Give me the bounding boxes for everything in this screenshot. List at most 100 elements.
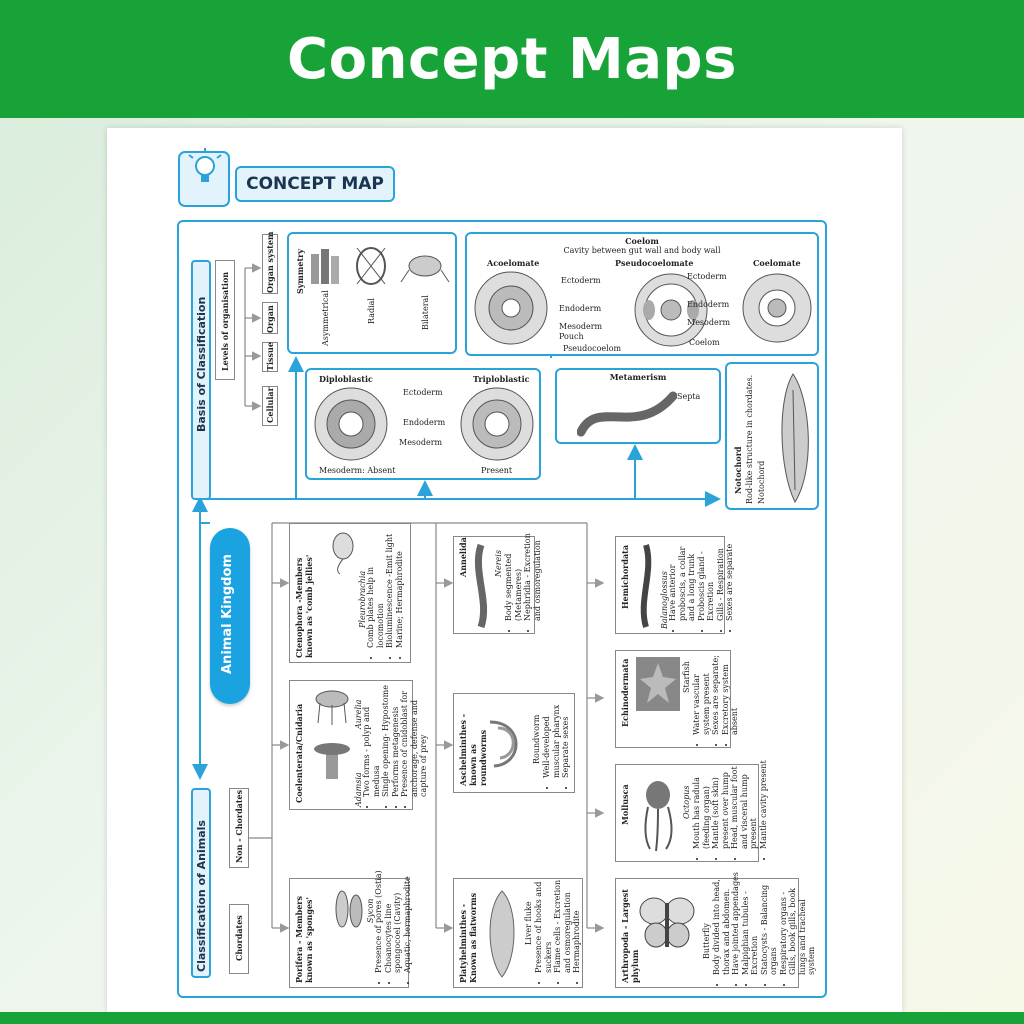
germ-layer-panel: Diploblastic Triploblastic Ectoderm Endo…: [305, 368, 541, 480]
annelida-example: Nereis: [494, 550, 504, 577]
symmetry-title: Symmetry: [295, 249, 305, 294]
animal-kingdom-pill: Animal Kingdom: [210, 528, 250, 704]
coelom-subtitle: Cavity between gut wall and body wall: [467, 246, 817, 256]
arthropoda-title: Arthropoda - Largest phylum: [620, 887, 640, 983]
coelom-pseudocoelom: Pseudocoelom: [563, 344, 621, 354]
earthworm-icon: [577, 388, 677, 440]
annelida-box: Annelida Nereis Body segmented (Metamere…: [453, 536, 535, 634]
echinodermata-points: Water vascular system presentSexes are s…: [692, 645, 740, 745]
chordates-box: Chordates: [229, 904, 249, 974]
roundworm-icon: [484, 714, 534, 774]
levels-title: Levels of organisation: [220, 272, 230, 371]
aurelia-adamsia-icon: [312, 687, 352, 783]
sycon-icon: [330, 887, 366, 931]
acoelomate-label: Acoelomate: [487, 258, 539, 268]
hemichordata-points: Have anterior proboscis, a collar and a …: [668, 531, 735, 631]
pleurobrachia-icon: [328, 530, 358, 576]
platyhelminthes-points: Presence of hooks and suckersFlame cells…: [534, 869, 582, 983]
level-tissue: Tissue: [262, 342, 278, 372]
arthropoda-points: Body divided into head, thorax and abdom…: [712, 869, 817, 985]
animal-kingdom-title: Animal Kingdom: [220, 554, 235, 674]
platyhelminthes-example: Liver fluke: [524, 901, 534, 945]
non-chordates-box: Non - Chordates: [229, 788, 249, 868]
hemichordata-box: Hemichordata Balanoglossus Have anterior…: [615, 536, 725, 634]
notochord-title: Notochord: [733, 446, 743, 494]
concept-map-sheet: CONCEPT MAP: [107, 128, 902, 1012]
metamerism-septa: Septa: [677, 392, 700, 402]
coelom-coelom: Coelom: [689, 338, 720, 348]
symmetry-asymmetrical: Asymmetrical: [321, 290, 331, 346]
metamerism-panel: Metamerism Septa: [555, 368, 721, 444]
coelom-panel: Coelom Cavity between gut wall and body …: [465, 232, 819, 356]
germ-absent: Mesoderm: Absent: [319, 466, 395, 476]
annelida-points: Body segmented (Metameres)Nephridia - Ex…: [504, 531, 542, 631]
platyhelminthes-title: Platyhelminthes - Known as flatworms: [458, 891, 478, 983]
level-organ: Organ: [262, 302, 278, 334]
aschelminthes-box: Aschelminthes -known as roundworms Round…: [453, 693, 575, 793]
echinodermata-example: Starfish: [682, 661, 692, 693]
triploblastic-label: Triploblastic: [473, 374, 530, 384]
mollusca-example: Octopus: [682, 786, 692, 819]
balanoglossus-icon: [634, 541, 658, 631]
level-cellular: Cellular: [262, 386, 278, 426]
octopus-icon: [636, 775, 680, 853]
basis-of-classification-bar: Basis of Classification: [191, 260, 211, 500]
porifera-points: Presence of pores (Ostia)Choanocytes lin…: [374, 867, 412, 983]
banner-title: Concept Maps: [287, 27, 737, 92]
coelenterata-points: Two forms - polyp and medusaSingle openi…: [362, 675, 429, 807]
butterfly-icon: [638, 895, 696, 951]
aschelminthes-example: Roundworm: [532, 715, 542, 764]
platyhelminthes-box: Platyhelminthes - Known as flatworms Liv…: [453, 878, 583, 988]
coelom-mesoderm2: Mesoderm: [687, 318, 730, 328]
classification-bar: Classification of Animals: [191, 788, 211, 978]
arthropoda-example: Butterfly: [702, 923, 712, 959]
echinodermata-box: Echinodermata Starfish Water vascular sy…: [615, 650, 731, 748]
coelenterata-title: Coelenterata/Cnidaria: [294, 704, 304, 803]
classification-title: Classification of Animals: [195, 820, 208, 972]
germ-present: Present: [481, 466, 512, 476]
mollusca-points: Mouth has radula (feeding organ)Mantle (…: [692, 759, 768, 859]
lancelet-icon: [771, 370, 817, 506]
starfish-icon: [636, 657, 680, 711]
bottom-bar: [0, 1012, 1024, 1024]
banner: Concept Maps: [0, 0, 1024, 118]
hemichordata-title: Hemichordata: [620, 545, 630, 609]
liver-fluke-icon: [484, 887, 520, 981]
coelom-endoderm2: Endoderm: [687, 300, 729, 310]
diploblastic-label: Diploblastic: [319, 374, 373, 384]
coelom-diagrams: [471, 268, 817, 354]
coelenterata-box: Coelenterata/Cnidaria Aurelia Adamsia Tw…: [289, 680, 413, 810]
porifera-title: Porifera - Members known as 'sponges': [294, 879, 314, 983]
coelom-title: Coelom: [467, 236, 817, 246]
coelom-endoderm1: Endoderm: [559, 304, 601, 314]
coelom-ectoderm2: Ectoderm: [687, 272, 727, 282]
symmetry-bilateral: Bilateral: [421, 295, 431, 330]
mollusca-box: Mollusca Octopus Mouth has radula (feedi…: [615, 764, 759, 862]
nereis-icon: [470, 541, 492, 631]
germ-endoderm: Endoderm: [403, 418, 445, 428]
annelida-title: Annelida: [458, 537, 468, 577]
germ-ectoderm: Ectoderm: [403, 388, 443, 398]
arthropoda-box: Arthropoda - Largest phylum Butterfly Bo…: [615, 878, 799, 988]
aschelminthes-points: Well-developed muscular pharynxSeparate …: [542, 686, 571, 788]
pseudocoelomate-label: Pseudocoelomate: [615, 258, 693, 268]
symmetry-radial: Radial: [367, 298, 377, 324]
notochord-label: Notochord: [757, 461, 767, 504]
ctenophora-box: Ctenophora -Members known as 'comb jelli…: [289, 523, 411, 663]
ctenophora-title: Ctenophora -Members known as 'comb jelli…: [294, 528, 314, 658]
basis-title: Basis of Classification: [195, 262, 208, 432]
coelom-mesoderm-pouch: Mesoderm Pouch: [559, 322, 609, 342]
porifera-box: Porifera - Members known as 'sponges' Sy…: [289, 878, 409, 988]
metamerism-title: Metamerism: [557, 372, 719, 382]
coelom-ectoderm1: Ectoderm: [561, 276, 601, 286]
notochord-panel: Notochord Rod-like structure in chordate…: [725, 362, 819, 510]
germ-mesoderm: Mesoderm: [399, 438, 442, 448]
ctenophora-points: Comb plates help in locomotionBiolumines…: [366, 528, 404, 658]
notochord-desc: Rod-like structure in chordates.: [745, 375, 755, 504]
coelomate-label: Coelomate: [753, 258, 801, 268]
symmetry-organisms-icon: [307, 244, 455, 289]
echinodermata-title: Echinodermata: [620, 659, 630, 727]
mollusca-title: Mollusca: [620, 784, 630, 825]
symmetry-panel: Symmetry Asymmetrical Radial Bilateral: [287, 232, 457, 354]
levels-of-organisation-box: Levels of organisation: [215, 260, 235, 380]
